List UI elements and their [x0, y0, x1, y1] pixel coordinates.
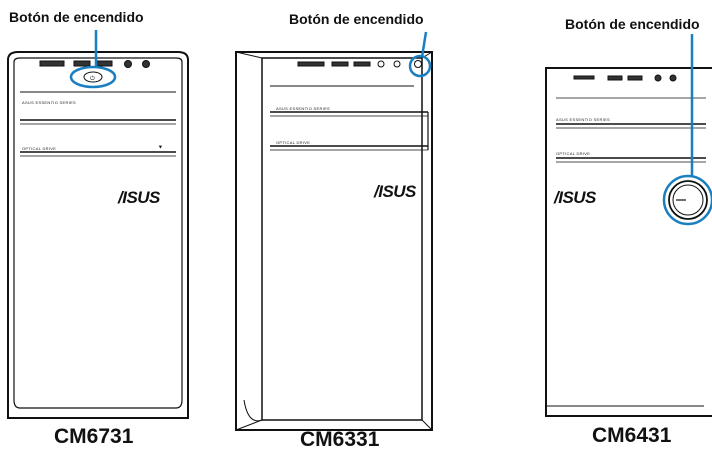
- drive-label: OPTICAL DRIVE: [22, 146, 56, 151]
- drive-label: OPTICAL DRIVE: [556, 151, 590, 156]
- power-button: [668, 180, 708, 220]
- front-ports: [39, 60, 150, 68]
- tower-cm6331: [235, 31, 433, 431]
- brand-logo: /ISUS: [553, 188, 597, 207]
- front-ports: [297, 60, 401, 68]
- power-button-callout-cm6731: Botón de encendido: [9, 9, 144, 25]
- drive-label: OPTICAL DRIVE: [276, 140, 310, 145]
- power-button-callout-cm6431: Botón de encendido: [565, 16, 700, 32]
- power-button: ⏻: [83, 71, 103, 83]
- svg-text:⯆: ⯆: [158, 145, 163, 151]
- power-button-callout-cm6331: Botón de encendido: [289, 11, 424, 27]
- svg-text:⏻: ⏻: [90, 75, 95, 82]
- tower-cm6431: [545, 34, 712, 417]
- power-button-highlight: [662, 174, 712, 226]
- series-label: ASUS ESSENTIO SERIES: [556, 117, 610, 122]
- model-name-cm6331: CM6331: [300, 428, 380, 451]
- brand-logo: /ISUS: [117, 188, 161, 207]
- tower-cm6731: ⏻ ⯆: [7, 30, 189, 419]
- model-name-cm6431: CM6431: [592, 424, 672, 447]
- power-button-highlight: [69, 65, 117, 89]
- series-label: ASUS ESSENTIO SERIES: [22, 100, 76, 105]
- series-label: ASUS ESSENTIO SERIES: [276, 106, 330, 111]
- model-name-cm6731: CM6731: [54, 425, 134, 448]
- power-button-highlight: [408, 54, 432, 78]
- power-button: [414, 60, 422, 68]
- front-ports: [573, 74, 677, 82]
- brand-logo: /ISUS: [373, 182, 417, 201]
